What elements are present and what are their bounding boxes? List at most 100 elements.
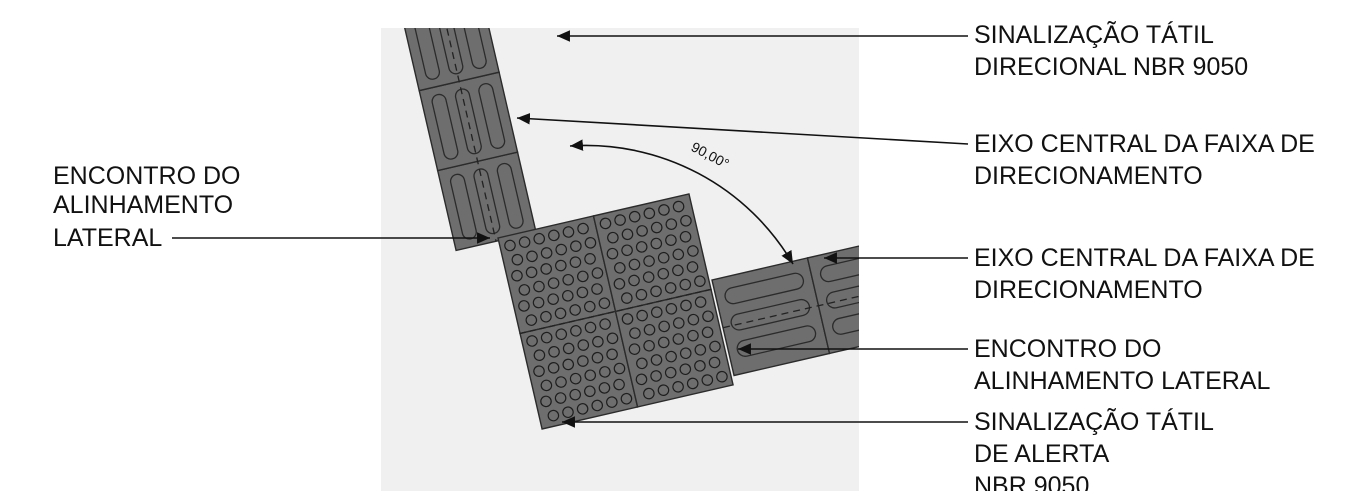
labels: ENCONTRO DO ALINHAMENTO LATERAL SINALIZA… bbox=[53, 20, 1315, 491]
label-encontro-left-line1: ENCONTRO DO bbox=[53, 162, 241, 190]
alert-dot bbox=[533, 349, 546, 361]
alert-dot bbox=[576, 286, 589, 299]
alert-dot bbox=[518, 300, 530, 312]
alert-dot bbox=[511, 269, 523, 282]
alert-dot bbox=[629, 327, 641, 339]
alert-dot bbox=[664, 282, 677, 294]
alert-dot bbox=[555, 259, 567, 272]
alert-dot bbox=[599, 366, 611, 378]
alert-dot bbox=[525, 266, 538, 279]
alert-dot bbox=[635, 373, 648, 386]
alert-tile bbox=[519, 310, 639, 430]
alert-dot bbox=[532, 296, 545, 309]
alert-dot bbox=[555, 328, 568, 341]
alert-dot bbox=[694, 296, 707, 308]
alert-dot bbox=[708, 356, 721, 369]
label-eixo-2-line1: EIXO CENTRAL DA FAIXA DE bbox=[974, 244, 1315, 272]
alert-dot bbox=[701, 374, 714, 386]
alert-dot bbox=[540, 379, 553, 392]
alert-dot bbox=[547, 277, 560, 289]
alert-dot bbox=[526, 335, 538, 347]
alert-dot bbox=[628, 343, 641, 355]
leader-lines bbox=[172, 30, 969, 428]
alert-dot bbox=[584, 385, 596, 398]
alert-dot bbox=[562, 273, 574, 286]
angle-arc bbox=[569, 139, 794, 265]
alert-dot bbox=[628, 274, 640, 287]
alert-dot bbox=[664, 366, 677, 379]
alert-dot bbox=[694, 344, 707, 356]
alert-dot bbox=[533, 365, 545, 377]
label-alerta-line1: SINALIZAÇÃO TÁTIL bbox=[974, 407, 1214, 436]
alert-dot bbox=[672, 264, 684, 277]
directional-bar bbox=[825, 276, 859, 309]
alert-dot bbox=[613, 362, 626, 375]
alert-dot bbox=[511, 253, 524, 266]
alert-dot bbox=[561, 289, 574, 302]
alert-tile bbox=[614, 288, 734, 408]
directional-bar bbox=[496, 162, 524, 229]
alert-dot bbox=[555, 376, 567, 388]
label-direcional-line1: SINALIZAÇÃO TÁTIL bbox=[974, 20, 1214, 49]
alert-dot bbox=[606, 332, 619, 345]
alert-dot bbox=[672, 317, 685, 329]
alert-dot bbox=[650, 285, 662, 298]
alert-dot bbox=[518, 236, 531, 248]
label-encontro-right-line1: ENCONTRO DO bbox=[974, 335, 1162, 363]
alert-dot bbox=[518, 284, 531, 296]
alert-dot bbox=[584, 369, 597, 382]
encounter-line bbox=[519, 288, 712, 335]
leader-eixo-1 bbox=[516, 112, 969, 145]
alert-dot bbox=[687, 313, 700, 326]
alert-dot bbox=[621, 292, 633, 304]
alert-dot bbox=[562, 342, 575, 355]
directional-tile bbox=[903, 214, 1021, 332]
alert-dot bbox=[658, 320, 670, 333]
label-alerta-line3: NBR 9050 bbox=[974, 472, 1089, 491]
alert-dot bbox=[686, 377, 699, 390]
alert-dot bbox=[591, 399, 604, 412]
alert-dot bbox=[657, 384, 670, 396]
alert-dot bbox=[533, 232, 546, 245]
alert-dot bbox=[591, 283, 603, 295]
alert-dot bbox=[525, 314, 538, 326]
alert-dot bbox=[620, 392, 633, 405]
alert-dot bbox=[569, 388, 582, 401]
label-direcional-line2: DIRECIONAL NBR 9050 bbox=[974, 53, 1248, 81]
centerline-vertical bbox=[403, 28, 497, 242]
directional-bar bbox=[724, 272, 805, 305]
directional-tile bbox=[806, 235, 859, 355]
label-alerta-line2: DE ALERTA bbox=[974, 440, 1110, 468]
alert-dot bbox=[613, 278, 626, 290]
alert-dot bbox=[540, 263, 552, 275]
alert-dot bbox=[679, 363, 692, 376]
directional-bar bbox=[730, 298, 811, 331]
alert-dot bbox=[592, 335, 604, 348]
alert-dot bbox=[576, 403, 589, 415]
alert-dot bbox=[687, 329, 699, 342]
alert-dot bbox=[643, 323, 656, 336]
alert-dot bbox=[555, 243, 568, 256]
alert-dot bbox=[665, 350, 677, 363]
label-eixo-1-line2: DIRECIONAMENTO bbox=[974, 162, 1203, 190]
alert-dot bbox=[569, 372, 582, 385]
alert-dot bbox=[672, 381, 684, 393]
alert-dot bbox=[577, 339, 590, 351]
alert-dot bbox=[533, 280, 545, 293]
alert-dot bbox=[547, 293, 559, 305]
alert-dot bbox=[665, 303, 678, 315]
alert-dot bbox=[679, 347, 692, 360]
directional-tile-strip bbox=[399, 28, 537, 252]
alert-dot bbox=[643, 387, 655, 400]
alert-dot bbox=[591, 267, 604, 279]
alert-dot bbox=[547, 409, 560, 422]
label-encontro-left-line3: LATERAL bbox=[53, 224, 162, 252]
alert-dot bbox=[547, 362, 560, 374]
alert-dot bbox=[554, 392, 567, 404]
alert-dot bbox=[701, 326, 714, 339]
alert-dot bbox=[591, 351, 604, 364]
directional-bar bbox=[431, 93, 459, 160]
alert-dot bbox=[606, 348, 618, 361]
